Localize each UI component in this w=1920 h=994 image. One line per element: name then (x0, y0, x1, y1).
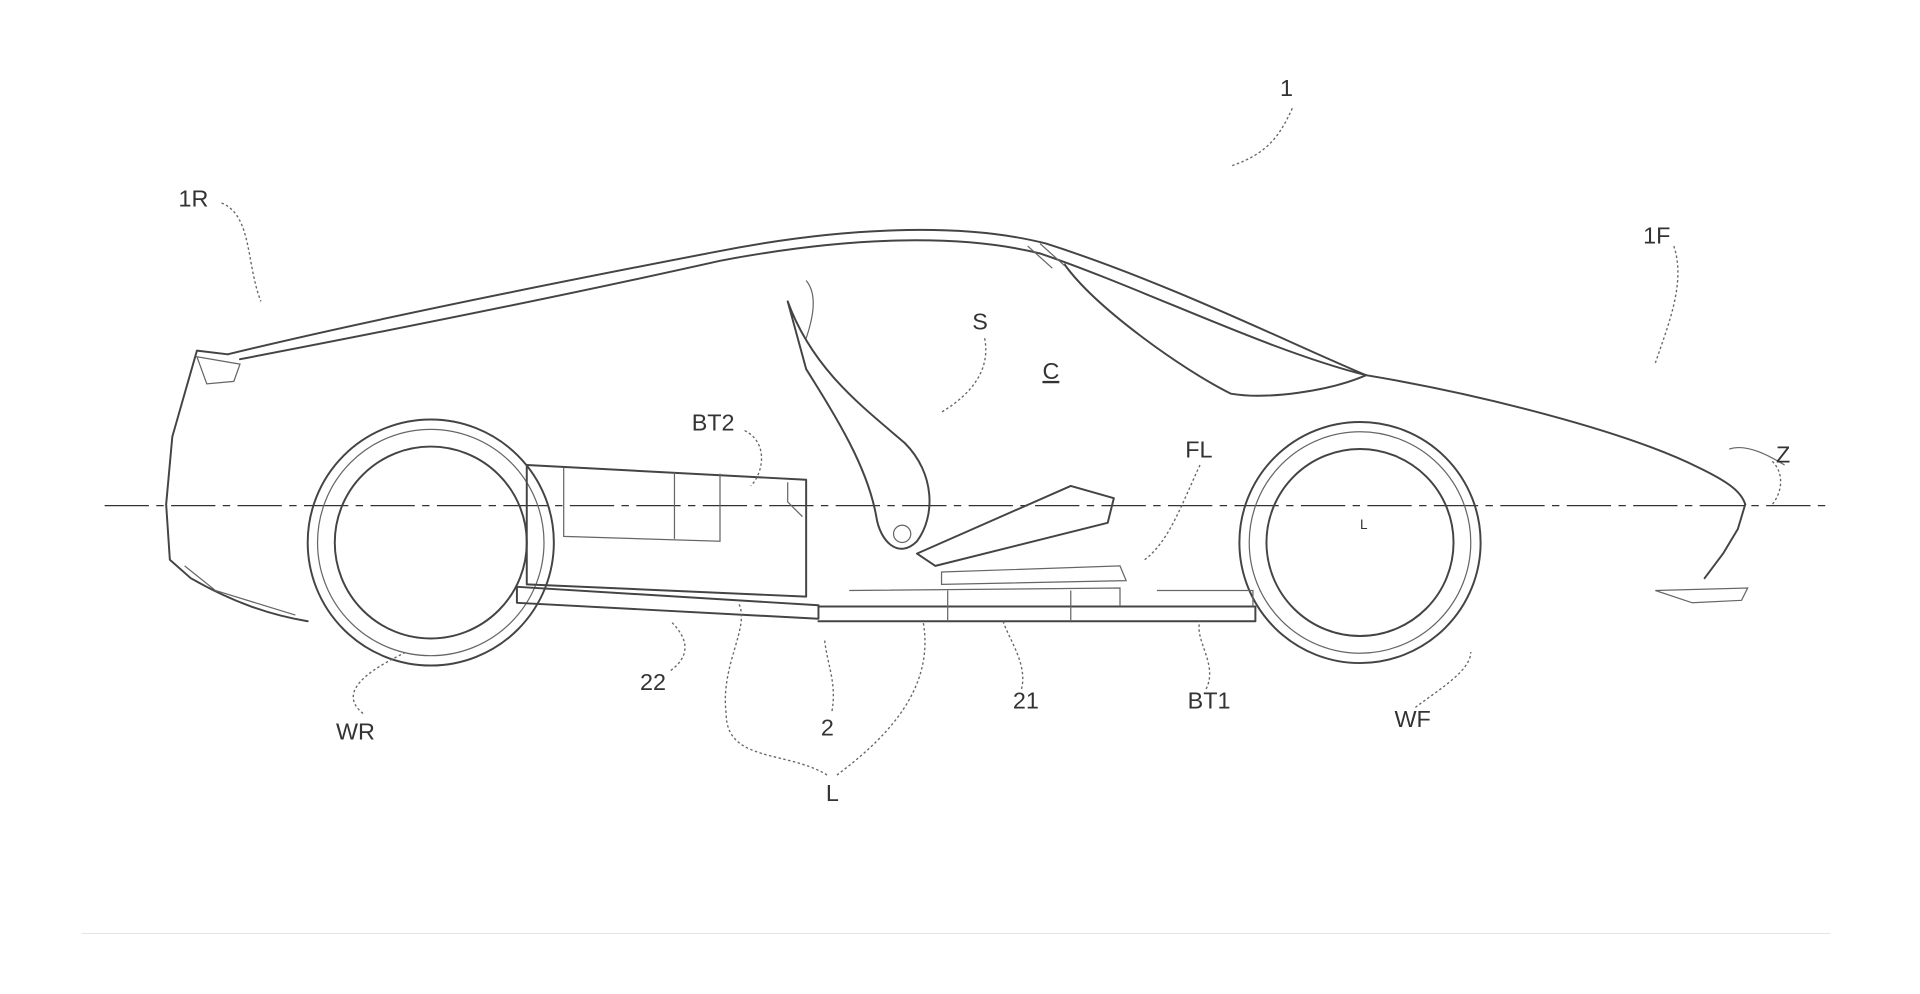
label-front: 1F (1643, 223, 1670, 249)
label-seat: S (972, 309, 988, 335)
label-vehicle: 1 (1280, 75, 1293, 101)
label-wheel-front: WF (1394, 706, 1430, 732)
label-floor: FL (1185, 437, 1212, 463)
car-body (165, 228, 1785, 623)
label-frame-rear: 22 (640, 669, 666, 695)
label-cabin: C (1042, 358, 1059, 384)
label-small-mark: L (1360, 517, 1368, 532)
label-battery-front: BT1 (1188, 688, 1231, 714)
label-frame: 2 (821, 715, 834, 741)
divider (82, 933, 1830, 934)
label-wheel-rear: WR (336, 718, 375, 744)
label-battery-rear: BT2 (692, 410, 735, 436)
label-axis: Z (1776, 442, 1790, 468)
frame (515, 585, 1257, 623)
label-longitudinal: L (826, 780, 839, 806)
rear-wheel (306, 418, 555, 667)
label-rear: 1R (178, 186, 208, 212)
front-wheel (1238, 420, 1482, 665)
leader-lines (221, 107, 1782, 776)
rear-battery-pack (525, 464, 808, 598)
label-frame-front: 21 (1013, 688, 1039, 714)
seat (786, 280, 1128, 585)
